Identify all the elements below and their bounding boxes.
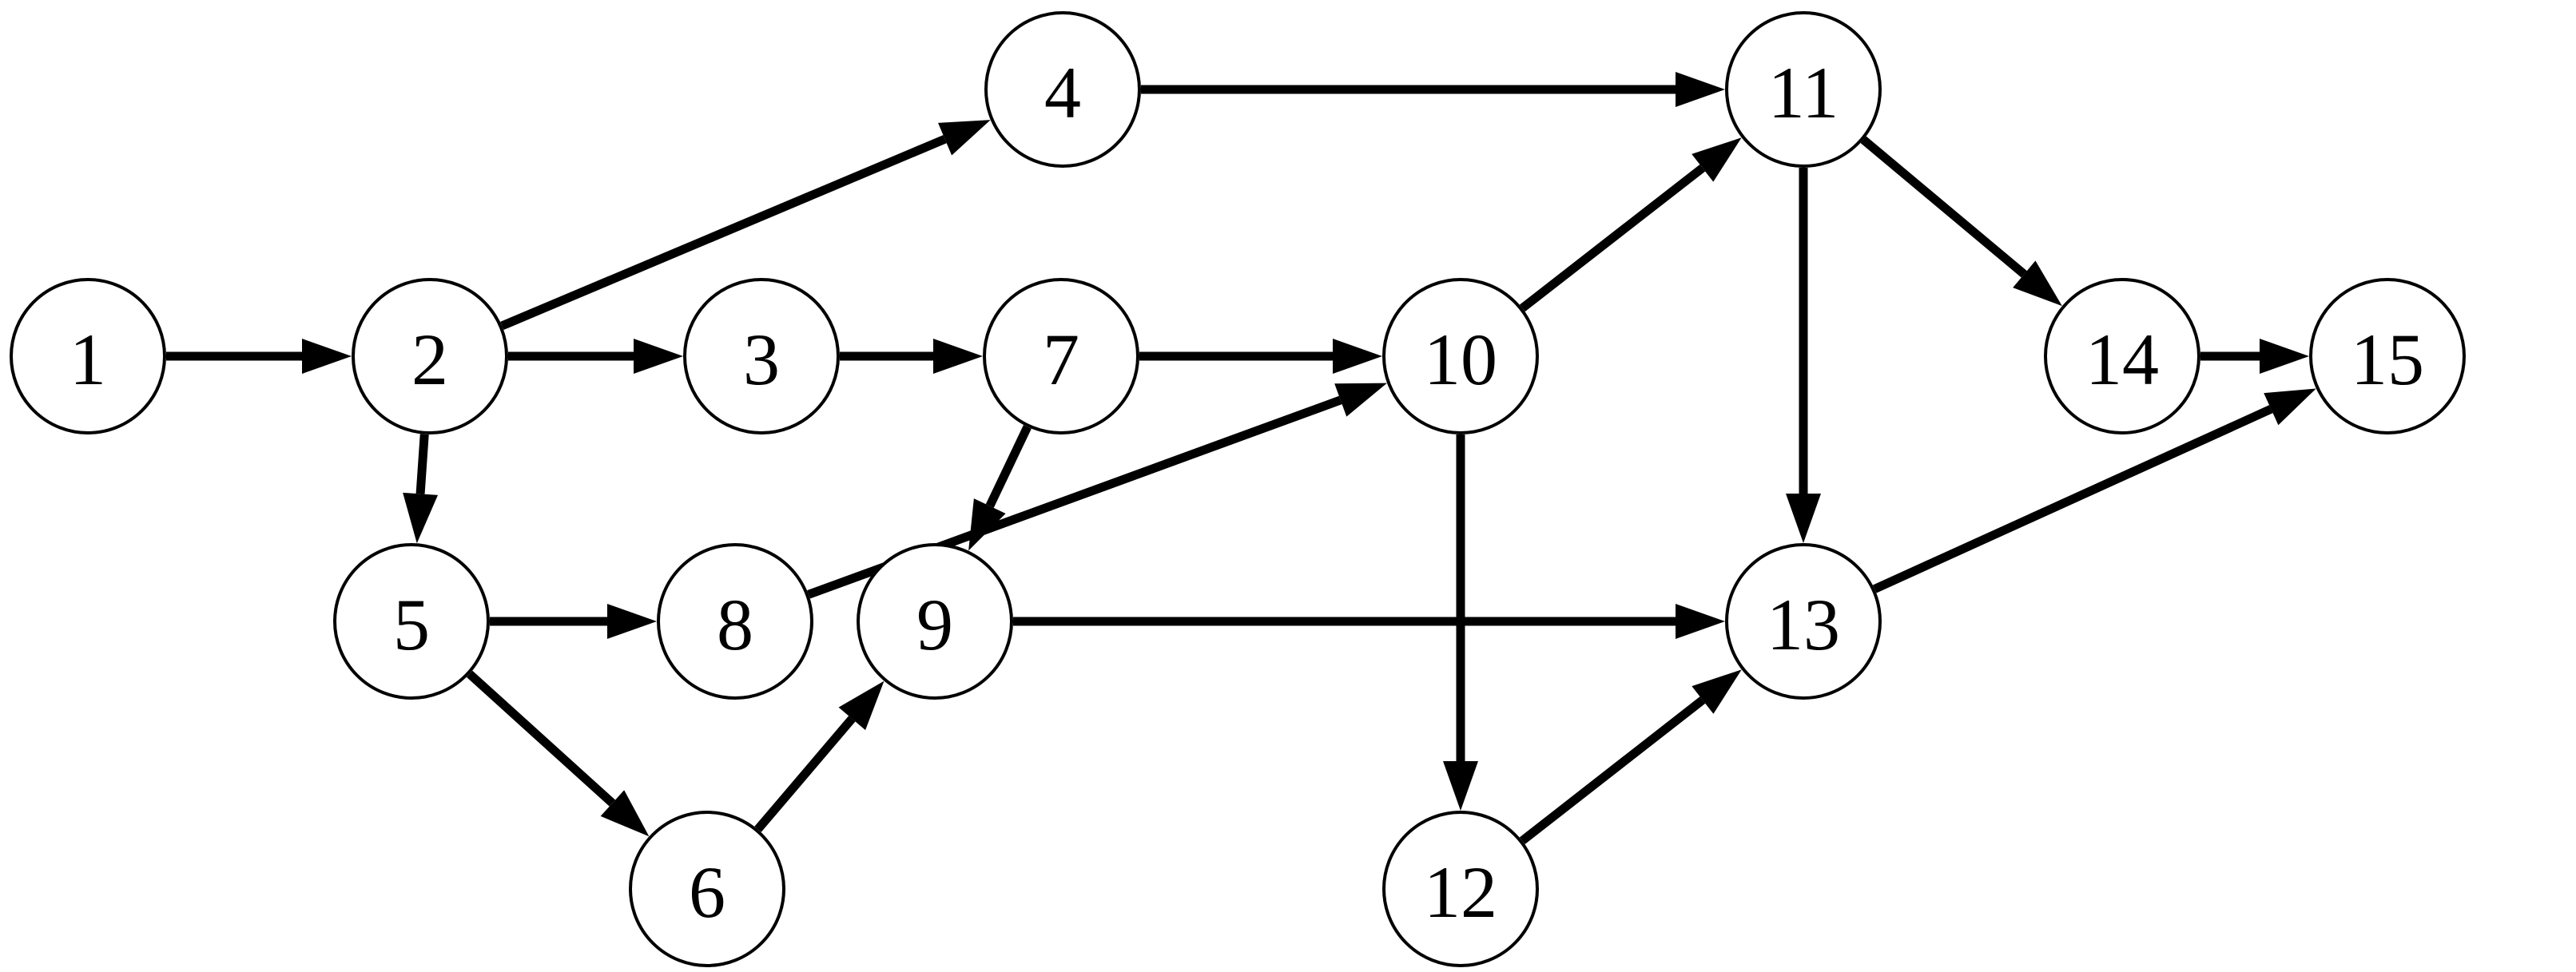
node-label: 14	[2085, 319, 2159, 400]
edge-line	[500, 135, 947, 330]
graph-edge-2-to-4	[500, 120, 991, 330]
graph-node-1[interactable]: 1	[10, 278, 166, 434]
graph-node-13[interactable]: 13	[1725, 543, 1882, 700]
arrowhead-icon	[2260, 339, 2309, 374]
node-circle[interactable]	[683, 278, 840, 434]
node-circle[interactable]	[983, 278, 1139, 434]
graph-edge-4-to-11	[1141, 72, 1725, 107]
node-circle[interactable]	[2309, 278, 2466, 434]
graph-edge-10-to-12	[1443, 434, 1478, 811]
edge-line	[754, 716, 856, 832]
edge-line	[466, 670, 616, 807]
arrowhead-icon	[933, 339, 983, 374]
arrowhead-icon	[1443, 761, 1478, 811]
edge-line	[1860, 136, 2027, 278]
edge-line	[1519, 164, 1706, 312]
node-label: 10	[1424, 319, 1497, 400]
node-circle[interactable]	[1725, 11, 1882, 168]
node-label: 12	[1424, 851, 1497, 933]
graph-edge-11-to-13	[1786, 168, 1821, 543]
node-circle[interactable]	[984, 11, 1141, 168]
graph-edge-9-to-13	[1013, 604, 1725, 639]
graph-edge-2-to-3	[508, 339, 683, 374]
graph-node-10[interactable]: 10	[1382, 278, 1539, 434]
arrowhead-icon	[838, 680, 885, 731]
node-circle[interactable]	[857, 543, 1013, 700]
node-label: 11	[1768, 52, 1839, 133]
node-label: 4	[1044, 52, 1081, 133]
edge-line	[1519, 696, 1706, 845]
graph-edge-3-to-7	[840, 339, 983, 374]
graph-edge-7-to-9	[968, 425, 1032, 551]
node-label: 8	[717, 584, 753, 665]
node-label: 3	[743, 319, 780, 400]
node-circle[interactable]	[1382, 811, 1539, 967]
arrowhead-icon	[607, 604, 657, 639]
graph-node-11[interactable]: 11	[1725, 11, 1882, 168]
graph-node-9[interactable]: 9	[857, 543, 1013, 700]
arrowhead-icon	[1333, 339, 1382, 374]
arrowhead-icon	[2264, 388, 2316, 426]
node-circle[interactable]	[657, 543, 813, 700]
graph-edge-7-to-10	[1139, 339, 1382, 374]
node-label: 15	[2351, 319, 2424, 400]
node-label: 2	[411, 319, 448, 400]
node-circle[interactable]	[629, 811, 785, 967]
node-label: 9	[916, 584, 953, 665]
arrowhead-icon	[1334, 383, 1387, 417]
graph-edge-6-to-9	[754, 680, 885, 832]
edges-layer	[166, 72, 2316, 845]
arrowhead-icon	[938, 120, 991, 156]
arrowhead-icon	[1786, 494, 1821, 543]
graph-node-4[interactable]: 4	[984, 11, 1141, 168]
node-label: 5	[393, 584, 430, 665]
graph-node-15[interactable]: 15	[2309, 278, 2466, 434]
graph-edge-5-to-8	[490, 604, 657, 639]
graph-node-6[interactable]: 6	[629, 811, 785, 967]
graph-node-12[interactable]: 12	[1382, 811, 1539, 967]
graph-edge-14-to-15	[2200, 339, 2309, 374]
graph-edge-12-to-13	[1519, 669, 1742, 845]
graph-edge-1-to-2	[166, 339, 352, 374]
graph-node-2[interactable]: 2	[352, 278, 508, 434]
arrowhead-icon	[403, 492, 439, 544]
node-label: 1	[70, 319, 106, 400]
node-circle[interactable]	[10, 278, 166, 434]
node-label: 7	[1043, 319, 1079, 400]
node-label: 13	[1767, 584, 1840, 665]
arrowhead-icon	[1676, 72, 1725, 107]
arrowhead-icon	[968, 498, 1006, 551]
arrowhead-icon	[2013, 260, 2062, 307]
node-label: 6	[689, 851, 725, 933]
node-circle[interactable]	[2044, 278, 2200, 434]
edge-line	[415, 434, 429, 494]
arrowhead-icon	[600, 790, 650, 837]
graph-edge-13-to-15	[1872, 388, 2316, 593]
graph-edge-5-to-6	[466, 670, 650, 837]
graph-edge-11-to-14	[1860, 136, 2062, 307]
graph-edge-10-to-11	[1519, 137, 1742, 312]
graph-node-8[interactable]: 8	[657, 543, 813, 700]
arrowhead-icon	[634, 339, 683, 374]
arrowhead-icon	[1691, 669, 1742, 714]
node-circle[interactable]	[1725, 543, 1882, 700]
graph-node-7[interactable]: 7	[983, 278, 1139, 434]
arrowhead-icon	[1691, 137, 1742, 182]
graph-node-14[interactable]: 14	[2044, 278, 2200, 434]
graph-node-5[interactable]: 5	[333, 543, 490, 700]
node-circle[interactable]	[1382, 278, 1539, 434]
arrowhead-icon	[302, 339, 352, 374]
node-circle[interactable]	[352, 278, 508, 434]
graph-edge-2-to-5	[403, 434, 439, 544]
graph-node-3[interactable]: 3	[683, 278, 840, 434]
arrowhead-icon	[1676, 604, 1725, 639]
edge-line	[985, 425, 1032, 508]
edge-line	[1872, 405, 2273, 593]
node-circle[interactable]	[333, 543, 490, 700]
